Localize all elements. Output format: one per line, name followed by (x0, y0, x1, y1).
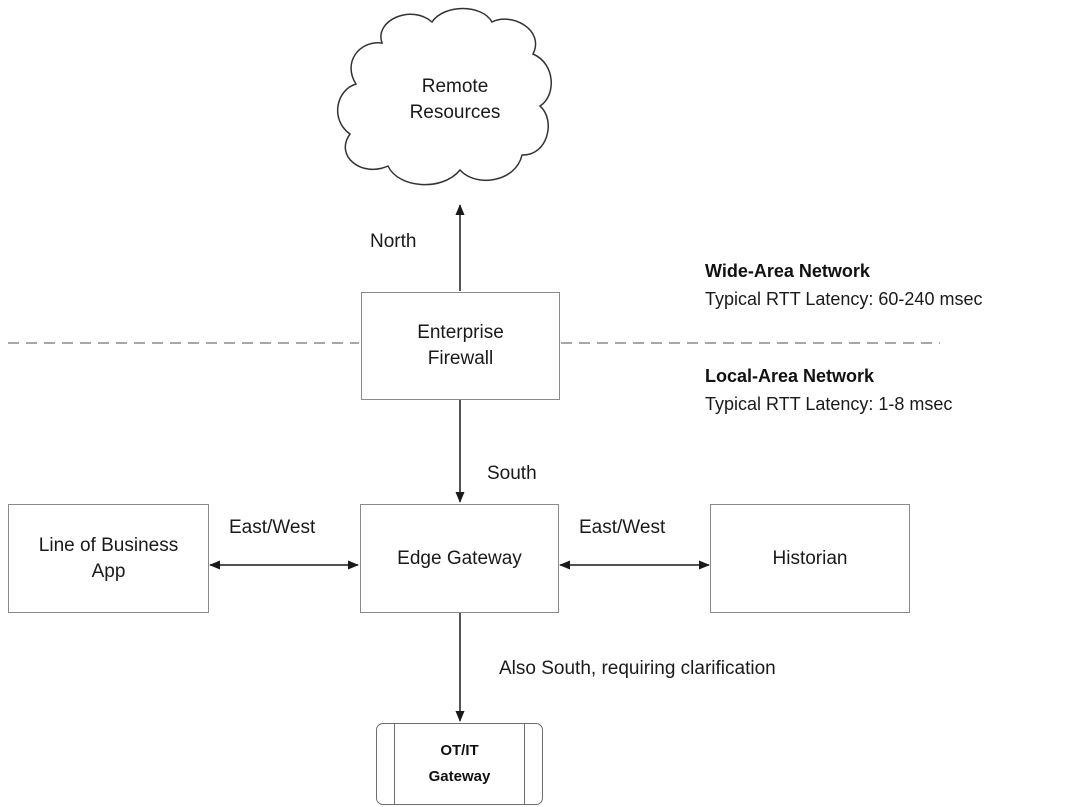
wan-latency: Typical RTT Latency: 60-240 msec (705, 289, 983, 309)
enterprise-firewall-label: Enterprise Firewall (417, 322, 504, 369)
cloud-shape (336, 7, 552, 186)
also-south-label: Also South, requiring clarification (499, 658, 776, 679)
line-of-business-app-label: Line of Business App (38, 534, 179, 582)
line-of-business-app-node: Line of Business App (8, 504, 209, 613)
wan-title: Wide-Area Network (705, 261, 870, 281)
east-west-right-label: East/West (579, 517, 666, 538)
historian-node: Historian (710, 504, 910, 613)
enterprise-firewall-node: Enterprise Firewall (361, 292, 560, 400)
edge-gateway-node: Edge Gateway (360, 504, 559, 613)
ot-it-gateway-label: OT/IT Gateway (428, 742, 491, 785)
remote-resources-label: Remote Resources (409, 76, 501, 123)
ot-it-gateway-node: OT/IT Gateway (376, 723, 543, 805)
north-label: North (370, 231, 417, 252)
ot-it-gateway-left-bar (394, 724, 395, 804)
edge-gateway-label: Edge Gateway (397, 547, 522, 569)
ot-it-gateway-right-bar (524, 724, 525, 804)
historian-label: Historian (772, 547, 848, 569)
south-label: South (487, 463, 537, 484)
east-west-left-label: East/West (229, 517, 316, 538)
lan-title: Local-Area Network (705, 366, 875, 386)
lan-latency: Typical RTT Latency: 1-8 msec (705, 394, 953, 414)
